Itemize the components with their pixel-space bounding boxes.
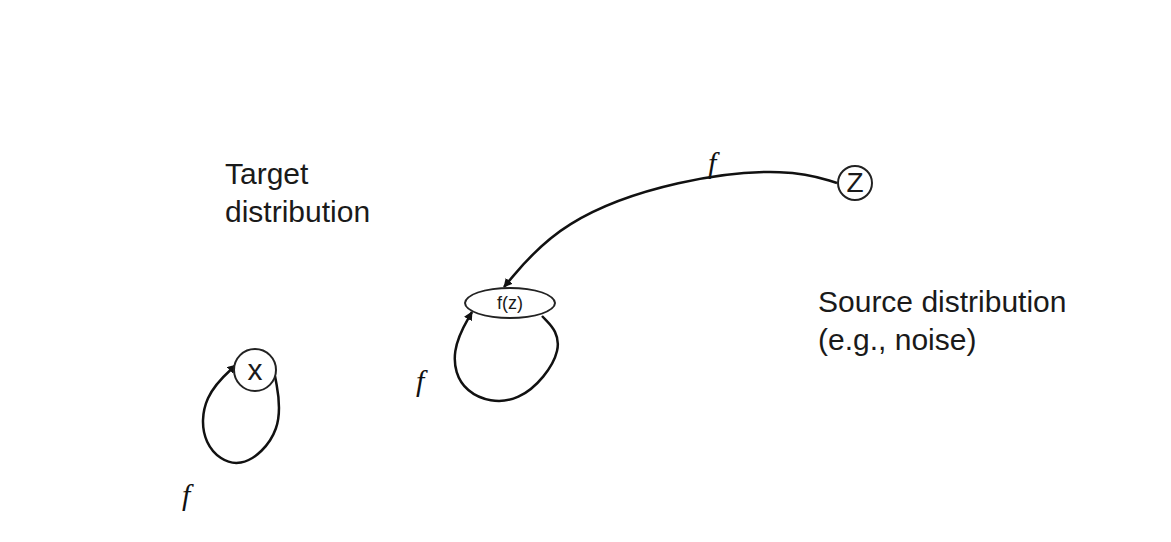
density-ring: [896, 16, 1070, 190]
contour-line: [60, 234, 695, 340]
density-ring: [907, 27, 1059, 179]
target-distribution-region: Target distribution x f(z): [15, 150, 745, 540]
blob-outline: [25, 211, 739, 527]
contour-line: [560, 350, 700, 440]
region-label: Source distribution (e.g., noise): [818, 283, 1133, 358]
density-ring: [929, 49, 1037, 157]
density-ring: [863, 0, 1103, 223]
node-label: x: [248, 355, 263, 385]
density-ring: [885, 5, 1081, 201]
target-blob: [15, 150, 745, 540]
source-distribution-region: Source distribution (e.g., noise) Z: [815, 0, 1130, 370]
density-ring: [951, 71, 1015, 135]
edge-label: f: [416, 366, 424, 396]
edge-label: f: [708, 148, 716, 178]
density-ring: [940, 60, 1026, 146]
contour-line: [130, 267, 652, 330]
region-label: Target distribution: [225, 155, 435, 230]
mapped-sample-ellipse: f(z): [464, 287, 556, 319]
mapping-arrow: [504, 172, 837, 287]
mapping-arrow: [455, 312, 558, 401]
node-label: Z: [846, 169, 863, 197]
node-label: f(z): [497, 294, 523, 312]
sample-circle: x: [233, 348, 277, 392]
density-ring: [874, 0, 1092, 212]
noise-sample-circle: Z: [837, 165, 873, 201]
density-ring: [918, 38, 1048, 168]
edge-label: f: [182, 480, 190, 510]
